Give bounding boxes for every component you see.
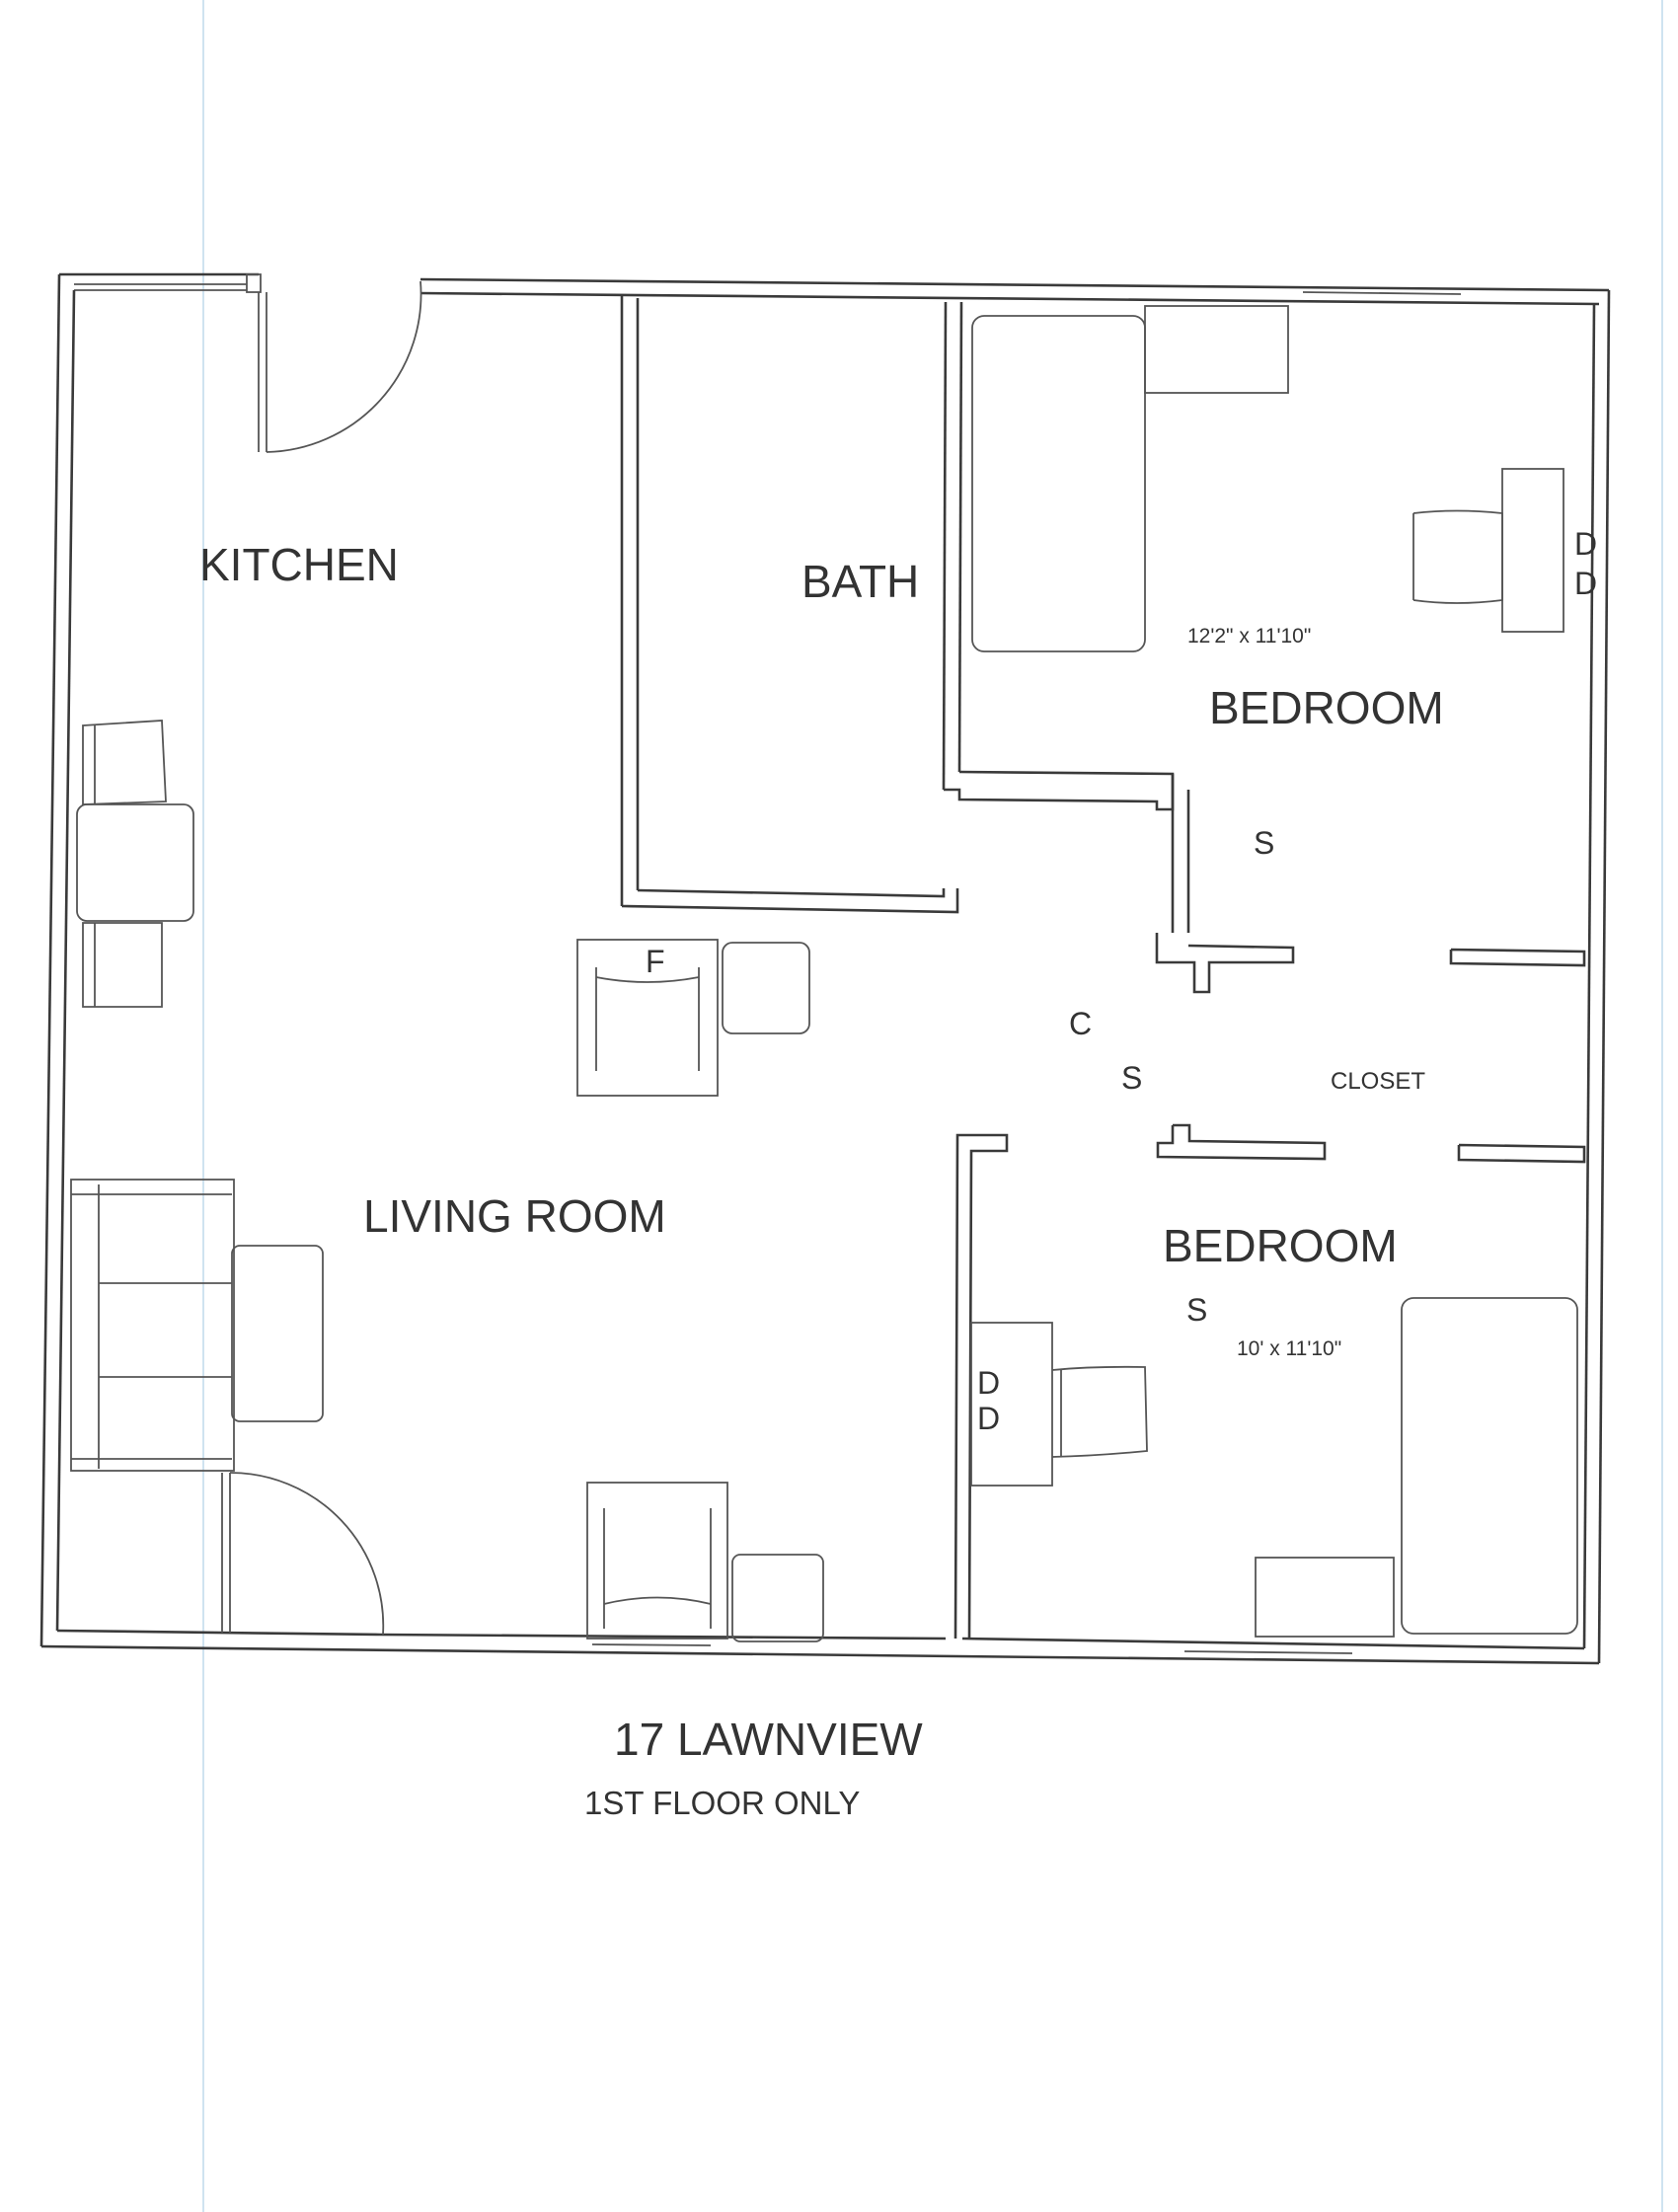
closet-label: CLOSET bbox=[1331, 1068, 1425, 1095]
kitchen-label: KITCHEN bbox=[199, 539, 399, 590]
dresser-symbol: D bbox=[977, 1401, 1000, 1436]
bedroom2-label: BEDROOM bbox=[1163, 1220, 1398, 1271]
kitchen-door bbox=[246, 273, 422, 453]
exterior-walls bbox=[39, 272, 1611, 1665]
smoke-detector-symbol: S bbox=[1254, 825, 1274, 861]
dresser-symbol: D bbox=[1574, 566, 1597, 601]
bedroom1-label: BEDROOM bbox=[1209, 682, 1444, 733]
bedroom2-furniture bbox=[970, 1297, 1578, 1638]
co-detector-symbol: C bbox=[1069, 1006, 1092, 1041]
bedroom1-dimensions: 12'2" x 11'10" bbox=[1187, 625, 1311, 648]
bedroom2-dimensions: 10' x 11'10" bbox=[1237, 1337, 1341, 1360]
dining-table bbox=[76, 720, 194, 1008]
smoke-detector-symbol: S bbox=[1121, 1060, 1142, 1096]
bedroom1-furniture bbox=[971, 305, 1564, 652]
plan-title: 17 LAWNVIEW bbox=[614, 1714, 923, 1765]
plan-subtitle: 1ST FLOOR ONLY bbox=[584, 1785, 860, 1821]
dresser-symbol: D bbox=[977, 1365, 1000, 1401]
living-room-label: LIVING ROOM bbox=[363, 1190, 666, 1242]
smoke-detector-symbol: S bbox=[1186, 1292, 1207, 1328]
entry-door bbox=[221, 1472, 385, 1636]
furnace-symbol: F bbox=[646, 944, 665, 979]
interior-walls bbox=[620, 296, 1586, 1640]
bath-label: BATH bbox=[801, 556, 919, 607]
living-room-furniture bbox=[70, 939, 824, 1642]
dresser-symbol: D bbox=[1574, 526, 1597, 562]
